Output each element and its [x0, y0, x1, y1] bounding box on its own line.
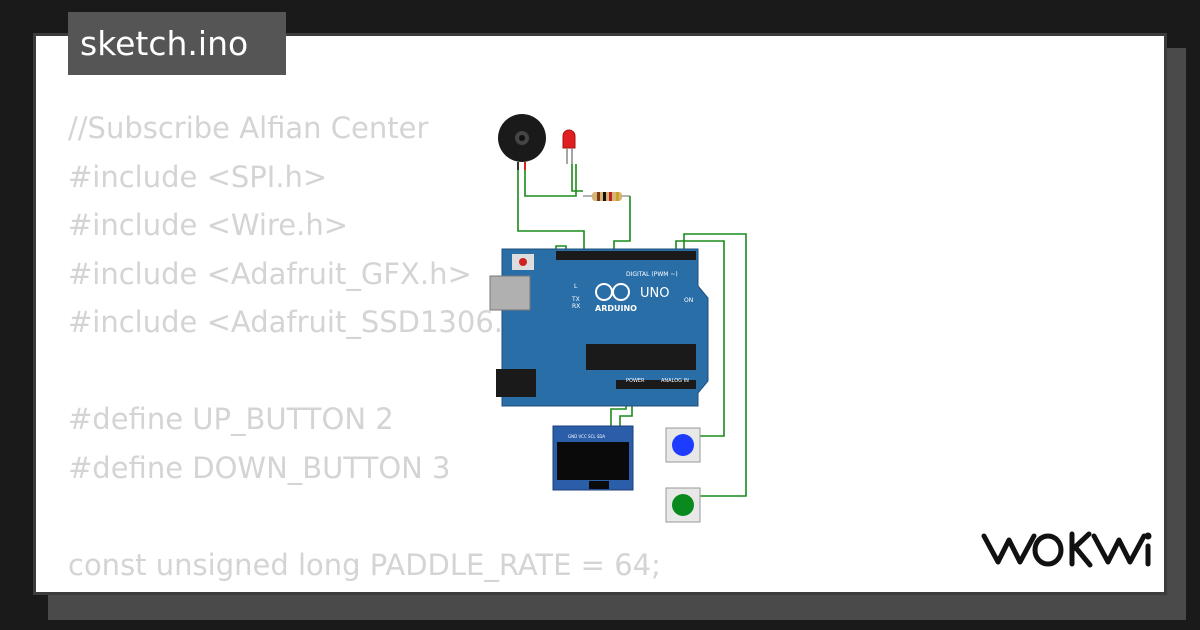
file-tab[interactable]: sketch.ino: [68, 12, 286, 75]
tx-label: TX: [571, 296, 580, 303]
arduino-uno[interactable]: UNO ARDUINO DIGITAL (PWM ~) POWER ANALOG…: [489, 248, 709, 407]
code-line: #include <Wire.h>: [68, 208, 349, 242]
analog-label: ANALOG IN: [661, 378, 689, 384]
digital-label: DIGITAL (PWM ~): [626, 271, 678, 278]
l-label: L: [574, 283, 578, 290]
resistor[interactable]: [583, 192, 630, 201]
code-line: #define DOWN_BUTTON 3: [68, 450, 451, 485]
code-line: const unsigned long PADDLE_RATE = 64;: [68, 547, 661, 582]
code-line: //Subscribe Alfian Center: [68, 111, 429, 145]
button-down[interactable]: [665, 487, 701, 523]
oled-pin-labels: GND VCC SCL SDA: [568, 434, 605, 439]
power-label: POWER: [626, 378, 645, 384]
wires: [517, 164, 747, 497]
rx-label: RX: [572, 303, 580, 310]
code-preview: //Subscribe Alfian Center #include <SPI.h…: [68, 104, 661, 592]
button-up[interactable]: [665, 427, 701, 463]
buzzer[interactable]: [498, 114, 546, 170]
code-line: #define UP_BUTTON 2: [68, 402, 394, 436]
circuit-diagram: UNO ARDUINO DIGITAL (PWM ~) POWER ANALOG…: [489, 114, 747, 523]
project-card[interactable]: //Subscribe Alfian Center #include <SPI.h…: [33, 33, 1167, 595]
code-line: #include <Adafruit_GFX.h>: [68, 256, 472, 291]
on-label: ON: [684, 297, 693, 304]
wokwi-logo: [944, 490, 1164, 590]
led[interactable]: [562, 129, 576, 164]
board-brand-label: ARDUINO: [595, 304, 637, 313]
oled-display[interactable]: GND VCC SCL SDA: [552, 425, 634, 491]
board-model-label: UNO: [640, 286, 669, 301]
code-line: #include <SPI.h>: [68, 159, 328, 194]
code-line: #include <Adafruit_SSD1306.: [68, 305, 503, 339]
